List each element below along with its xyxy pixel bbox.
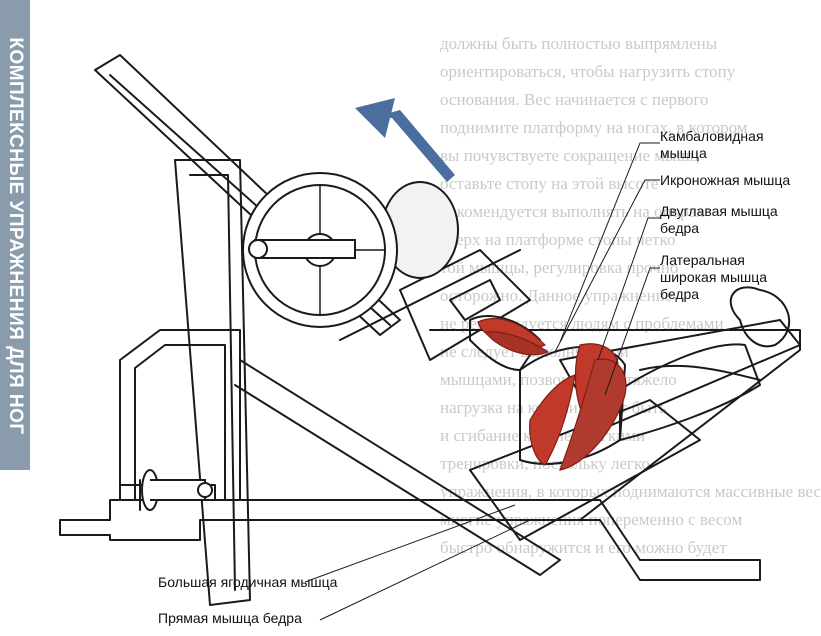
base-frame bbox=[59, 499, 761, 581]
background-text-line: оставьте стопу на этой высоте bbox=[440, 174, 659, 193]
main-column bbox=[174, 159, 251, 606]
motion-arrow bbox=[372, 110, 455, 182]
person-arm bbox=[639, 364, 761, 381]
motion-arrowhead bbox=[355, 98, 395, 138]
person-foot bbox=[449, 279, 501, 321]
rectus-femoris-muscle bbox=[529, 374, 576, 466]
label-gastrocnemius: Икроножная мышца bbox=[660, 172, 790, 189]
label-line: Камбаловидная bbox=[660, 128, 764, 144]
front-support-inner bbox=[134, 344, 226, 501]
background-text-line: Рекомендуется выполнять на опорах bbox=[440, 202, 705, 221]
column-inner bbox=[189, 174, 236, 591]
front-support bbox=[119, 329, 241, 501]
gastrocnemius-muscle bbox=[483, 331, 550, 356]
label-biceps-femoris: Двуглавая мышца бедра bbox=[660, 203, 778, 237]
label-line: Прямая мышца бедра bbox=[158, 610, 302, 626]
background-text-line: упражнения, в которых поднимаются массив… bbox=[440, 482, 820, 501]
background-text-line: ориентироваться, чтобы нагрузить стопу bbox=[440, 62, 736, 81]
leader-lines bbox=[304, 142, 660, 621]
highlighted-muscles bbox=[477, 317, 627, 471]
background-text-line: быстро обнаружится и его можно будет bbox=[440, 538, 727, 557]
label-line: Латеральная bbox=[660, 252, 745, 268]
label-line: бедра bbox=[660, 286, 700, 302]
background-text-line: должны быть полностью выпрямлены bbox=[440, 34, 718, 53]
background-text-line: той мышцы, регулировка прочно bbox=[440, 258, 679, 277]
barbell-sleeve bbox=[254, 239, 356, 259]
label-soleus: Камбаловидная мышца bbox=[660, 128, 764, 162]
diagonal-rail bbox=[234, 359, 561, 576]
label-line: Икроножная мышца bbox=[660, 172, 791, 188]
person-head bbox=[729, 286, 791, 348]
label-rectus-femoris: Прямая мышца бедра bbox=[158, 610, 302, 627]
background-text-line: вы почувствуете сокращение мышц bbox=[440, 146, 699, 165]
label-gluteus-maximus: Большая ягодичная мышца bbox=[158, 574, 337, 591]
background-text-line: основания. Вес начинается с первого bbox=[440, 90, 709, 109]
sled-bar bbox=[339, 249, 521, 341]
back-rail bbox=[429, 329, 801, 521]
lower-weight-stack bbox=[141, 469, 213, 511]
sled-platform bbox=[399, 249, 531, 361]
background-text-line: поднимите платформу на ногах, в котором bbox=[440, 118, 748, 137]
vastus-lateralis-muscle bbox=[559, 358, 627, 471]
label-line: бедра bbox=[660, 220, 700, 236]
label-line: Большая ягодичная мышца bbox=[158, 574, 338, 590]
label-vastus-lateralis: Латеральная широкая мышца бедра bbox=[660, 252, 767, 303]
chapter-side-tab: КОМПЛЕКСНЫЕ УПРАЖНЕНИЯ ДЛЯ НОГ bbox=[0, 0, 30, 470]
label-line: мышца bbox=[660, 145, 707, 161]
label-line: широкая мышца bbox=[660, 269, 768, 285]
label-line: Двуглавая мышца bbox=[660, 203, 778, 219]
